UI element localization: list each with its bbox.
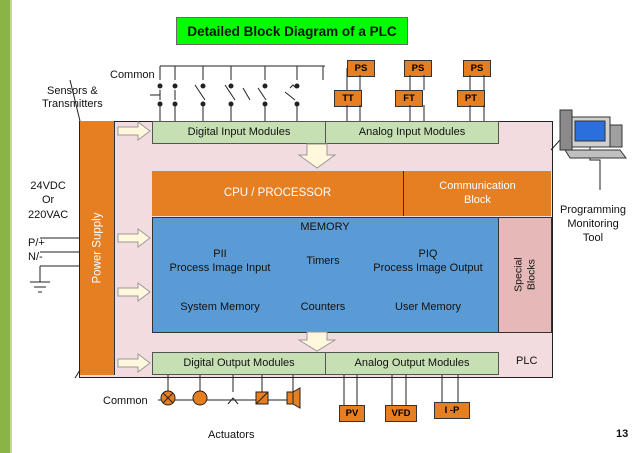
- supply-voltage-label: 24VDC Or 220VAC: [28, 180, 69, 221]
- ip-device: I -P: [434, 402, 470, 419]
- memory-heading: MEMORY: [300, 221, 350, 234]
- tt-transmitter: TT: [334, 90, 362, 107]
- counters-cell: Counters: [300, 301, 346, 314]
- common-bottom-label: Common: [103, 395, 148, 407]
- digital-input-modules: Digital Input Modules: [152, 121, 326, 144]
- cpu-processor: CPU / PROCESSOR: [152, 171, 403, 216]
- n-minus-label: N/-: [28, 251, 43, 263]
- ft-transmitter: FT: [395, 90, 423, 107]
- sensors-label: Sensors & Transmitters: [42, 85, 103, 111]
- timers-cell: Timers: [306, 255, 340, 268]
- actuator-marks: [162, 391, 269, 405]
- left-accent-bar: [0, 0, 10, 453]
- contact-dots: [157, 83, 300, 107]
- p-plus-label: P/+: [28, 237, 45, 249]
- vfd-device: VFD: [385, 405, 417, 422]
- communication-block: Communication Block: [403, 171, 551, 216]
- system-memory-cell: System Memory: [180, 301, 260, 314]
- wiring-lines: [30, 65, 601, 405]
- digital-output-modules: Digital Output Modules: [152, 352, 326, 375]
- left-accent-bar-light: [10, 0, 12, 453]
- pv-device: PV: [339, 405, 365, 422]
- ps-box-2: PS: [404, 60, 432, 77]
- actuators-label: Actuators: [208, 429, 255, 441]
- pii-cell: PII Process Image Input: [169, 248, 271, 274]
- page-number: 13: [616, 428, 629, 440]
- common-top-label: Common: [110, 69, 155, 81]
- block-arrows: [117, 121, 337, 373]
- programming-tool-label: Programming Monitoring Tool: [560, 204, 627, 244]
- ps-box-3: PS: [463, 60, 491, 77]
- power-supply-block: Power Supply: [80, 121, 115, 375]
- page-title: Detailed Block Diagram of a PLC: [176, 17, 408, 45]
- special-blocks: Special Blocks: [498, 217, 552, 333]
- analog-output-modules: Analog Output Modules: [325, 352, 499, 375]
- user-memory-cell: User Memory: [394, 301, 461, 314]
- plc-label: PLC: [516, 355, 538, 367]
- computer-icon: [559, 109, 627, 159]
- piq-cell: PIQ Process Image Output: [373, 248, 483, 274]
- analog-input-modules: Analog Input Modules: [325, 121, 499, 144]
- actuator-symbols: [160, 387, 301, 409]
- pt-transmitter: PT: [457, 90, 485, 107]
